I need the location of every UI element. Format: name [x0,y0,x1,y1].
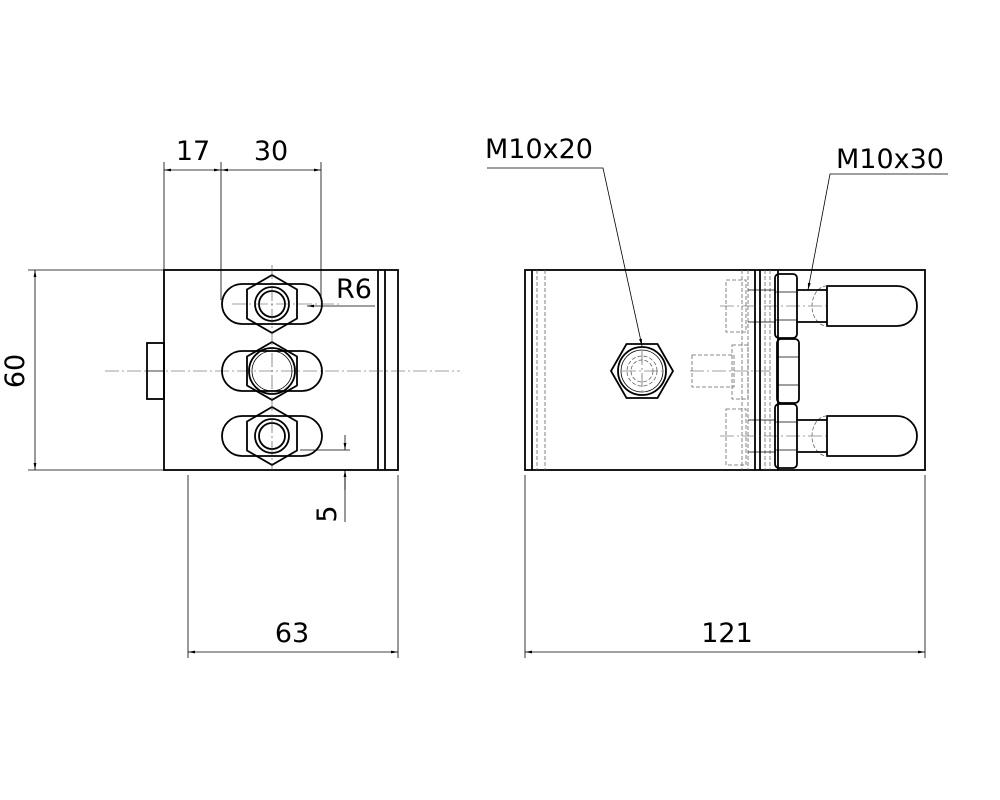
side-dimensions: 121 M10x20 M10x30 [485,134,948,658]
callout-m10x20: M10x20 [485,134,593,165]
slot-top [221,274,342,334]
side-view [524,269,926,471]
front-view [105,265,460,471]
slot-right-top [811,285,918,327]
dim-30: 30 [254,136,288,167]
dim-r6: R6 [336,274,372,305]
dim-5: 5 [312,505,343,522]
front-dimensions: 17 30 60 63 5 R6 [0,136,399,658]
dim-60: 60 [0,354,31,388]
dim-17: 17 [176,136,210,167]
slot-right-bottom [811,415,918,457]
callout-m10x30: M10x30 [836,144,944,175]
dim-121: 121 [701,618,753,649]
nut-middle [776,338,800,404]
dim-63: 63 [275,618,309,649]
hex-bolt-m10x20 [609,343,675,399]
